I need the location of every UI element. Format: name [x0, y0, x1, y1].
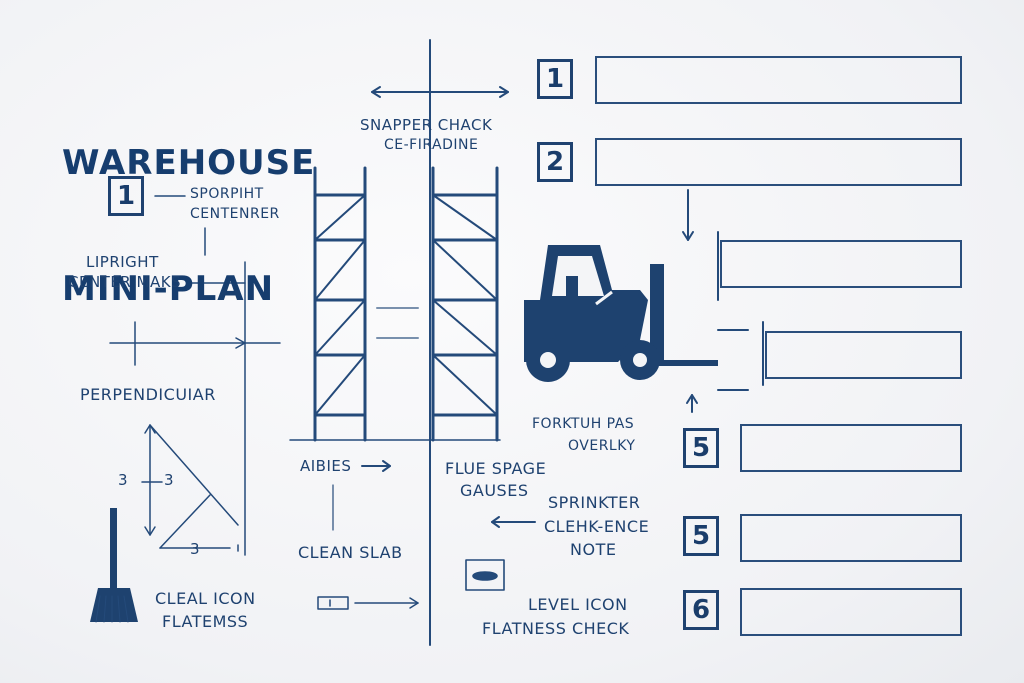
slot-7: [740, 588, 962, 636]
dim-bottom-label: 3: [190, 540, 201, 558]
level-label-2: FLATNESS CHECK: [482, 619, 630, 638]
number-box-r1: 1: [537, 59, 573, 99]
aibies-label: AIBIES: [300, 457, 352, 475]
aibies-arrow: [332, 460, 391, 531]
aisle-dashes: [376, 307, 419, 339]
snapper-label-1: SNAPPER CHACK: [360, 116, 493, 134]
sprinkter-label-3: NOTE: [570, 540, 617, 559]
slot-1: [595, 56, 962, 104]
upright-label-2: CENTER MAKS: [68, 273, 182, 291]
level-label-1: LEVEL ICON: [528, 595, 628, 614]
flue-label-1: FLUE SPAGE: [445, 459, 547, 478]
left-leaders: [109, 195, 281, 556]
snapper-label-2: CE-FIRADINE: [384, 137, 479, 153]
page-title: WAREHOUSE MINI-PLAN: [62, 58, 315, 352]
broom-icon: [90, 508, 138, 623]
number-box-r4: 5: [683, 516, 719, 556]
top-double-arrow: [371, 86, 509, 98]
forktuh-label-2: OVERLKY: [568, 438, 636, 454]
slot-5: [740, 424, 962, 472]
right-connectors: [682, 189, 764, 413]
left-rack: [313, 166, 367, 442]
title-line-1: WAREHOUSE: [62, 143, 316, 183]
cleal-label-1: CLEAL ICON: [155, 589, 256, 608]
triangle-dimension: [141, 424, 239, 552]
number-box-left: 1: [108, 176, 144, 216]
forklift-icon: [524, 245, 718, 382]
sprinkter-label-2: CLEHK-ENCE: [544, 517, 650, 536]
upright-label-1: LIPRIGHT: [86, 253, 159, 271]
sporpiht-label-1: SPORPIHT: [190, 186, 264, 202]
number-box-r2: 2: [537, 142, 573, 182]
slot-4: [765, 331, 962, 379]
number-box-r3: 5: [683, 428, 719, 468]
number-box-r5: 6: [683, 590, 719, 630]
flue-label-2: GAUSES: [460, 481, 529, 500]
dim-left-label: 3: [118, 471, 129, 489]
slot-2: [595, 138, 962, 186]
forktuh-label-1: FORKTUH PAS: [532, 416, 635, 432]
sporpiht-label-2: CENTENRER: [190, 206, 280, 222]
cleal-label-2: FLATEMSS: [162, 612, 249, 631]
tape-icon: [317, 596, 419, 610]
sprinkter-label-1: SPRINKTER: [548, 493, 641, 512]
slot-3: [720, 240, 962, 288]
perpendicular-label: PERPENDICUIAR: [80, 385, 216, 404]
slot-6: [740, 514, 962, 562]
dim-mid-label: 3: [164, 471, 175, 489]
right-rack: [431, 166, 499, 442]
sprinkler-arrow: [491, 516, 536, 528]
clean-slab-label: CLEAN SLAB: [298, 543, 403, 562]
title-line-2: MINI-PLAN: [62, 269, 275, 309]
level-icon: [465, 559, 505, 591]
